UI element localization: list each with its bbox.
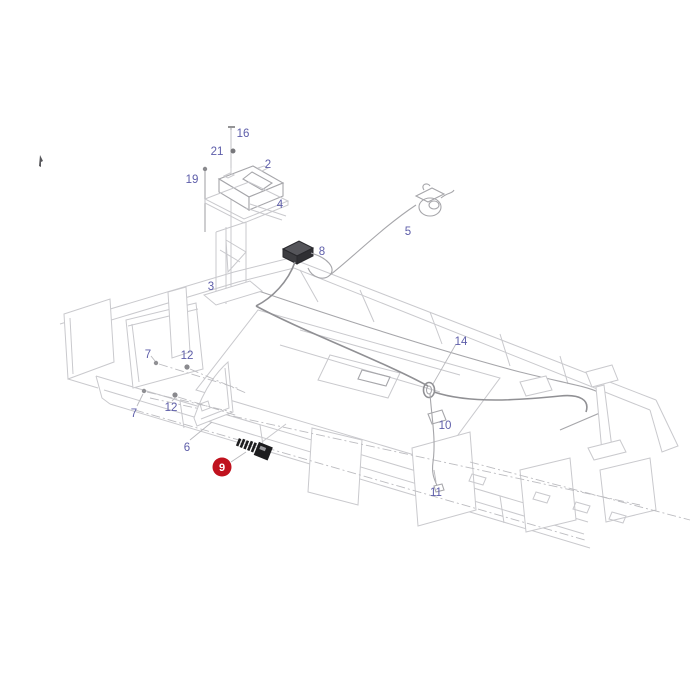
part-label-2[interactable]: 2 <box>265 159 271 171</box>
bracket-and-fasteners <box>136 355 247 441</box>
cable-end-icon <box>433 483 445 493</box>
part-label-19[interactable]: 19 <box>186 174 199 186</box>
wiring-harness-assembly <box>255 183 588 493</box>
screw-icon <box>141 388 147 394</box>
bolt-19-icon <box>202 166 208 172</box>
part-label-5[interactable]: 5 <box>405 226 411 238</box>
part-label-14[interactable]: 14 <box>455 336 468 348</box>
part-label-12[interactable]: 12 <box>181 350 194 362</box>
sensor-9-icon <box>235 438 273 461</box>
stray-mark <box>39 155 43 167</box>
sensor-5-icon <box>414 183 455 217</box>
washer-icon <box>184 364 190 370</box>
washer-icon <box>172 392 178 398</box>
module-mount-assembly <box>202 126 290 306</box>
connector-icon <box>281 240 315 265</box>
part-label-9[interactable]: 9 <box>219 462 225 474</box>
part-label-21[interactable]: 21 <box>211 146 224 158</box>
part-label-12[interactable]: 12 <box>165 402 178 414</box>
nut-21-icon <box>230 148 236 154</box>
part-label-6[interactable]: 6 <box>184 442 190 454</box>
part-label-4[interactable]: 4 <box>277 199 284 211</box>
part-label-16[interactable]: 16 <box>237 128 250 140</box>
part-badge-9[interactable]: 9 <box>212 457 232 477</box>
part-label-3[interactable]: 3 <box>208 281 214 293</box>
highlight-circle-icon[interactable] <box>212 457 232 477</box>
part-label-7[interactable]: 7 <box>145 349 151 361</box>
part-label-10[interactable]: 10 <box>439 420 452 432</box>
screw-icon <box>153 360 159 366</box>
highlighted-sensor-assembly <box>230 423 287 463</box>
control-module-icon <box>217 165 285 211</box>
grommet-icon <box>422 381 436 399</box>
support-bracket-icon <box>202 221 264 306</box>
part-label-layer: 16 21 2 19 4 5 8 3 14 7 12 12 7 10 6 9 11 <box>131 128 468 499</box>
part-label-8[interactable]: 8 <box>319 246 325 258</box>
part-label-7[interactable]: 7 <box>131 408 137 420</box>
part-label-11[interactable]: 11 <box>430 487 442 499</box>
chassis-frame-outline <box>59 257 691 549</box>
